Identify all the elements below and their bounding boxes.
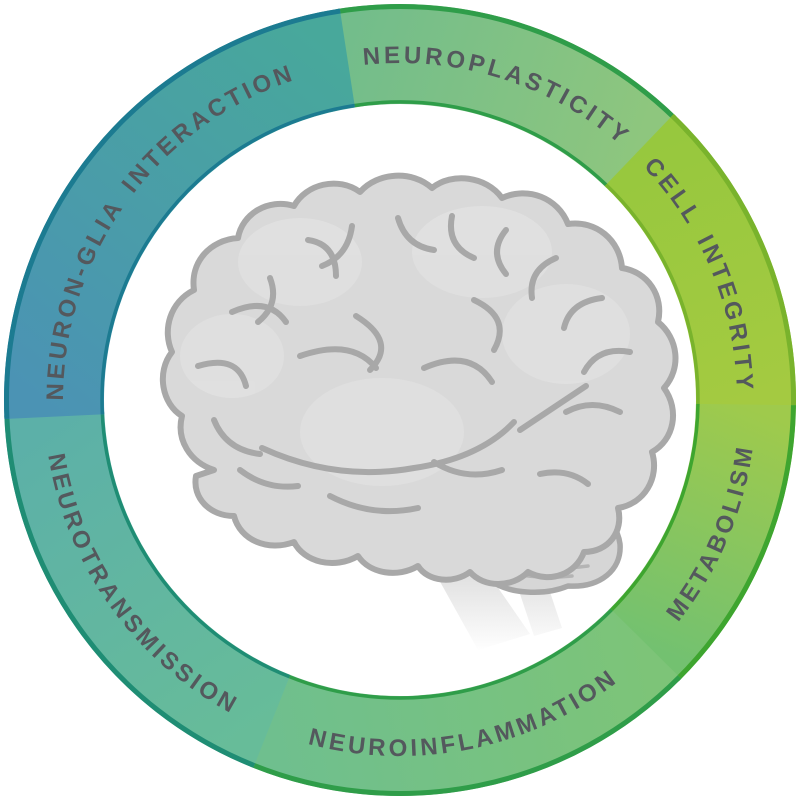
ring-segment-outer-border — [250, 675, 682, 796]
ring-segment-inner-border — [100, 103, 355, 415]
ring-segment-sector — [608, 403, 796, 682]
ring-segment-inner-border — [351, 100, 610, 188]
ring-segment-outer-border — [4, 8, 341, 419]
ring-segment-outer-border — [336, 4, 677, 120]
ring-segment-sector — [250, 608, 682, 796]
ring-segment-outer-border — [4, 415, 256, 768]
ring-segment-outer-border — [675, 405, 796, 682]
ring-segment-sector — [336, 3, 677, 188]
brain-illustration — [159, 172, 679, 650]
ring-segment-outer-border — [670, 113, 796, 409]
ring-segment-sector — [4, 8, 355, 420]
ring-segment-sector — [604, 113, 797, 409]
ring-segment-inner-border — [100, 411, 291, 679]
ring-segment-2: METABOLISM — [608, 403, 796, 682]
ring-segment-inner-border — [286, 608, 613, 700]
ring-segment-inner-border — [608, 403, 700, 613]
ring-segment-sector — [4, 411, 291, 768]
ring-segment-inner-border — [604, 183, 700, 407]
sulci-lines — [195, 213, 633, 515]
